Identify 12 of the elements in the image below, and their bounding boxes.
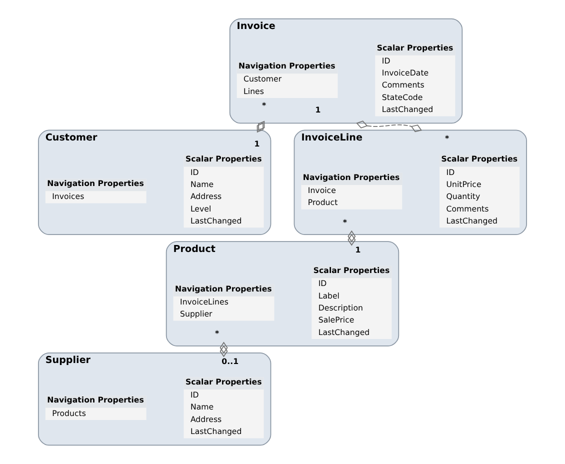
label: 1	[355, 246, 361, 255]
label: *	[262, 101, 266, 110]
label: 0..1	[222, 356, 239, 366]
label: *	[342, 218, 347, 227]
connector	[256, 120, 265, 133]
connector	[220, 342, 228, 358]
label: *	[214, 329, 220, 338]
connector	[356, 120, 422, 132]
label: 1	[254, 140, 260, 149]
label: *	[445, 134, 450, 143]
label: 1	[315, 106, 321, 115]
connector	[348, 230, 356, 246]
